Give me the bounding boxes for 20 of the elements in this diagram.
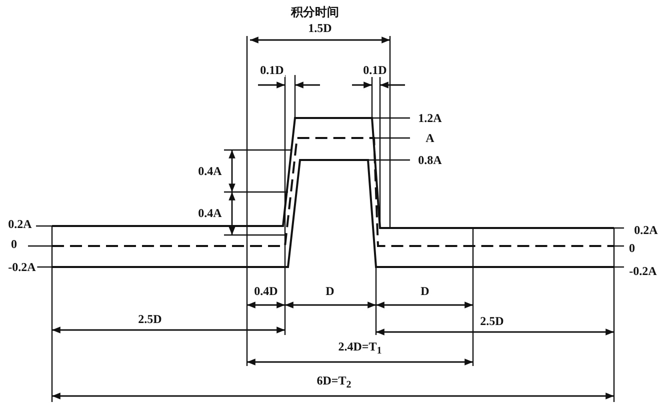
dimension-label: 1.5D — [307, 21, 333, 35]
axis-title: 积分时间 — [290, 5, 340, 19]
level-label: 0.2A — [7, 217, 33, 231]
dimension-label: 0.4A — [197, 164, 223, 178]
dimension-label: 0.4D — [253, 284, 279, 298]
dimension-label: 0.1D — [259, 63, 285, 77]
dimension-label: 0.1D — [362, 63, 388, 77]
level-label: 1.2A — [417, 111, 443, 125]
level-label: -0.2A — [7, 260, 37, 274]
level-label: -0.2A — [628, 264, 658, 278]
dimension-label: D — [420, 284, 430, 298]
level-label: A — [424, 131, 436, 145]
level-label: 0.8A — [417, 153, 443, 167]
dimension-label: 2.5D — [479, 314, 505, 328]
level-label: 0 — [10, 237, 18, 251]
dimension-label: 0.4A — [197, 206, 223, 220]
level-label: 0.2A — [633, 223, 659, 237]
dimension-label: 2.5D — [137, 312, 163, 326]
dimension-label: D — [324, 284, 336, 298]
level-label: 0 — [628, 241, 636, 255]
